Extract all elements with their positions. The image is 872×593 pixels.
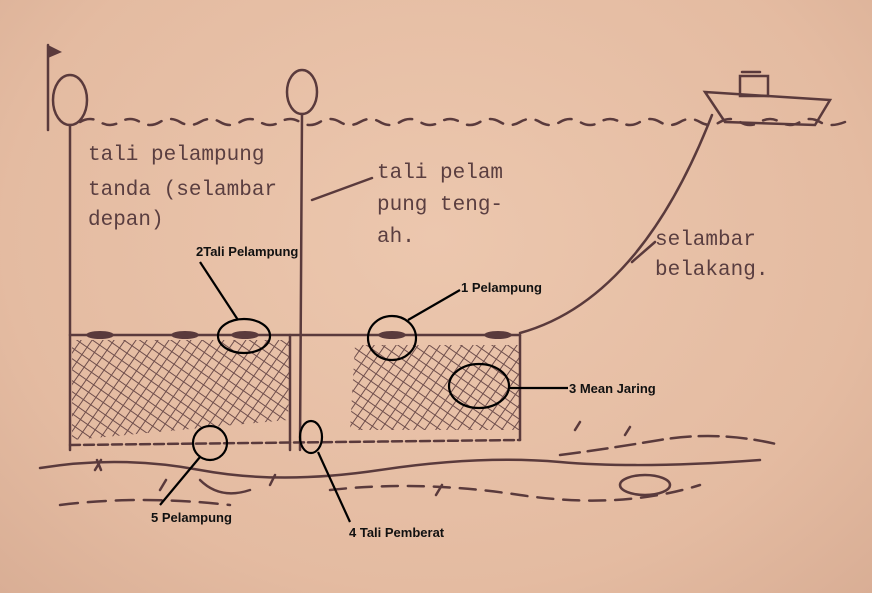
back-line-label: selambar belakang. <box>655 229 768 282</box>
svg-text:5 Pelampung: 5 Pelampung <box>151 510 232 525</box>
svg-text:3 Mean Jaring: 3 Mean Jaring <box>569 381 656 396</box>
annotation-1-float: 1 Pelampung <box>366 280 542 362</box>
annotation-2-float-line: 2Tali Pelampung <box>196 244 298 355</box>
back-line <box>518 113 714 335</box>
net-mesh <box>72 340 290 440</box>
annotation-4-lead-line: 4 Tali Pemberat <box>298 419 445 540</box>
svg-text:4 Tali Pemberat: 4 Tali Pemberat <box>349 525 445 540</box>
front-line-label: tali pelampung tanda (selambar depan) <box>88 144 290 232</box>
middle-line-label: tali pelam pung teng- ah. <box>377 162 516 249</box>
middle-buoy-icon <box>285 68 319 116</box>
middle-buoy-line <box>298 112 304 452</box>
annotation-3-mesh: 3 Mean Jaring <box>447 362 656 410</box>
water-surface <box>78 117 847 127</box>
seabed <box>38 420 782 507</box>
boat-icon <box>702 70 833 127</box>
svg-text:1 Pelampung: 1 Pelampung <box>461 280 542 295</box>
annotation-5-float: 5 Pelampung <box>151 424 232 525</box>
lead-line <box>68 438 522 447</box>
marker-buoy-flag-icon <box>46 43 89 132</box>
svg-text:2Tali Pelampung: 2Tali Pelampung <box>196 244 298 259</box>
